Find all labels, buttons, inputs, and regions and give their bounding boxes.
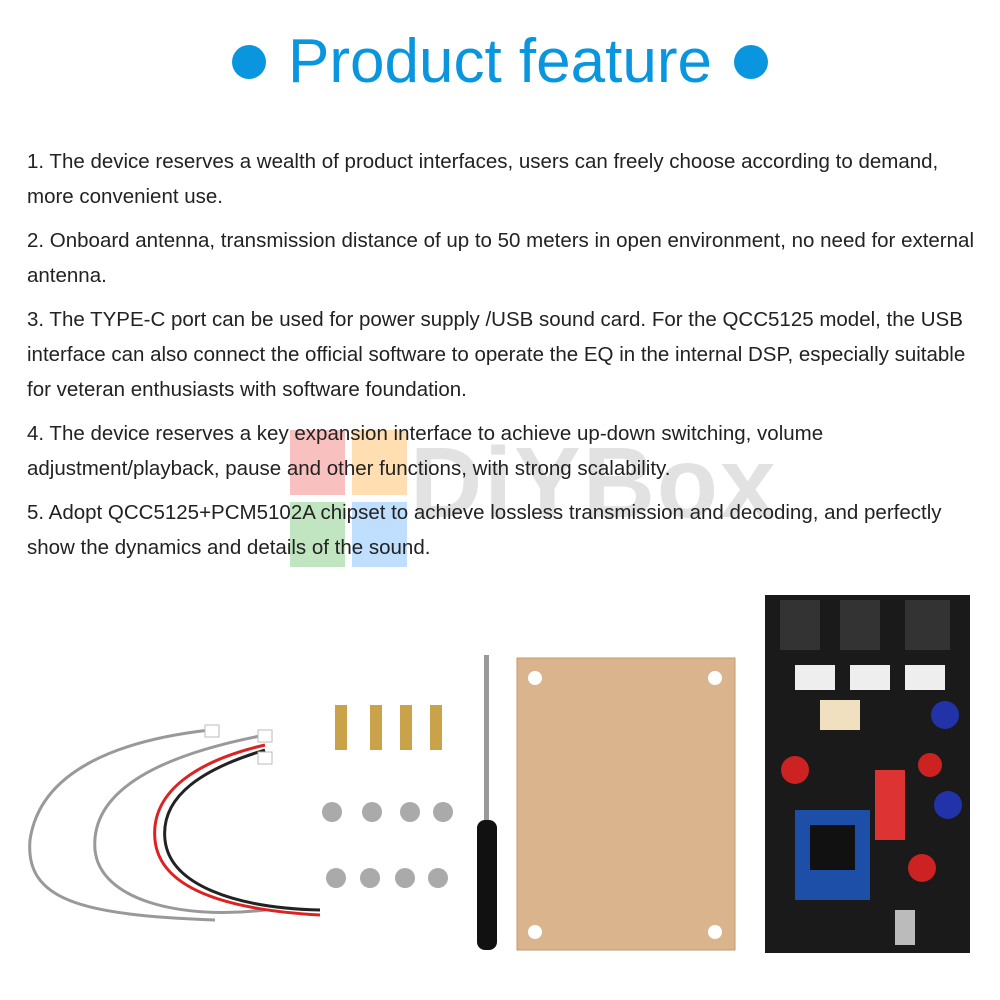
feature-item: 3. The TYPE-C port can be used for power…	[27, 308, 966, 401]
watermark-logo-icon	[290, 430, 407, 567]
acrylic-plate	[516, 657, 736, 951]
brass-standoffs	[335, 705, 442, 750]
screwdriver	[477, 655, 497, 950]
title-text: Product feature	[288, 27, 712, 96]
screws	[322, 802, 453, 888]
page-title: Product feature	[0, 22, 1000, 102]
bullet-dot-icon	[232, 44, 267, 79]
feature-item: 5. Adopt QCC5125+PCM5102A chipset to ach…	[27, 501, 942, 559]
bullet-dot-icon	[733, 44, 768, 79]
watermark: DiYBox	[410, 427, 778, 539]
feature-list: 1. The device reserves a wealth of produ…	[27, 144, 982, 574]
pcb-board	[765, 595, 970, 953]
feature-item: 4. The device reserves a key expansion i…	[27, 422, 824, 480]
feature-item: 1. The device reserves a wealth of produ…	[27, 150, 939, 208]
feature-item: 2. Onboard antenna, transmission distanc…	[27, 229, 974, 287]
product-photo	[28, 595, 970, 953]
cable-set	[28, 724, 321, 922]
